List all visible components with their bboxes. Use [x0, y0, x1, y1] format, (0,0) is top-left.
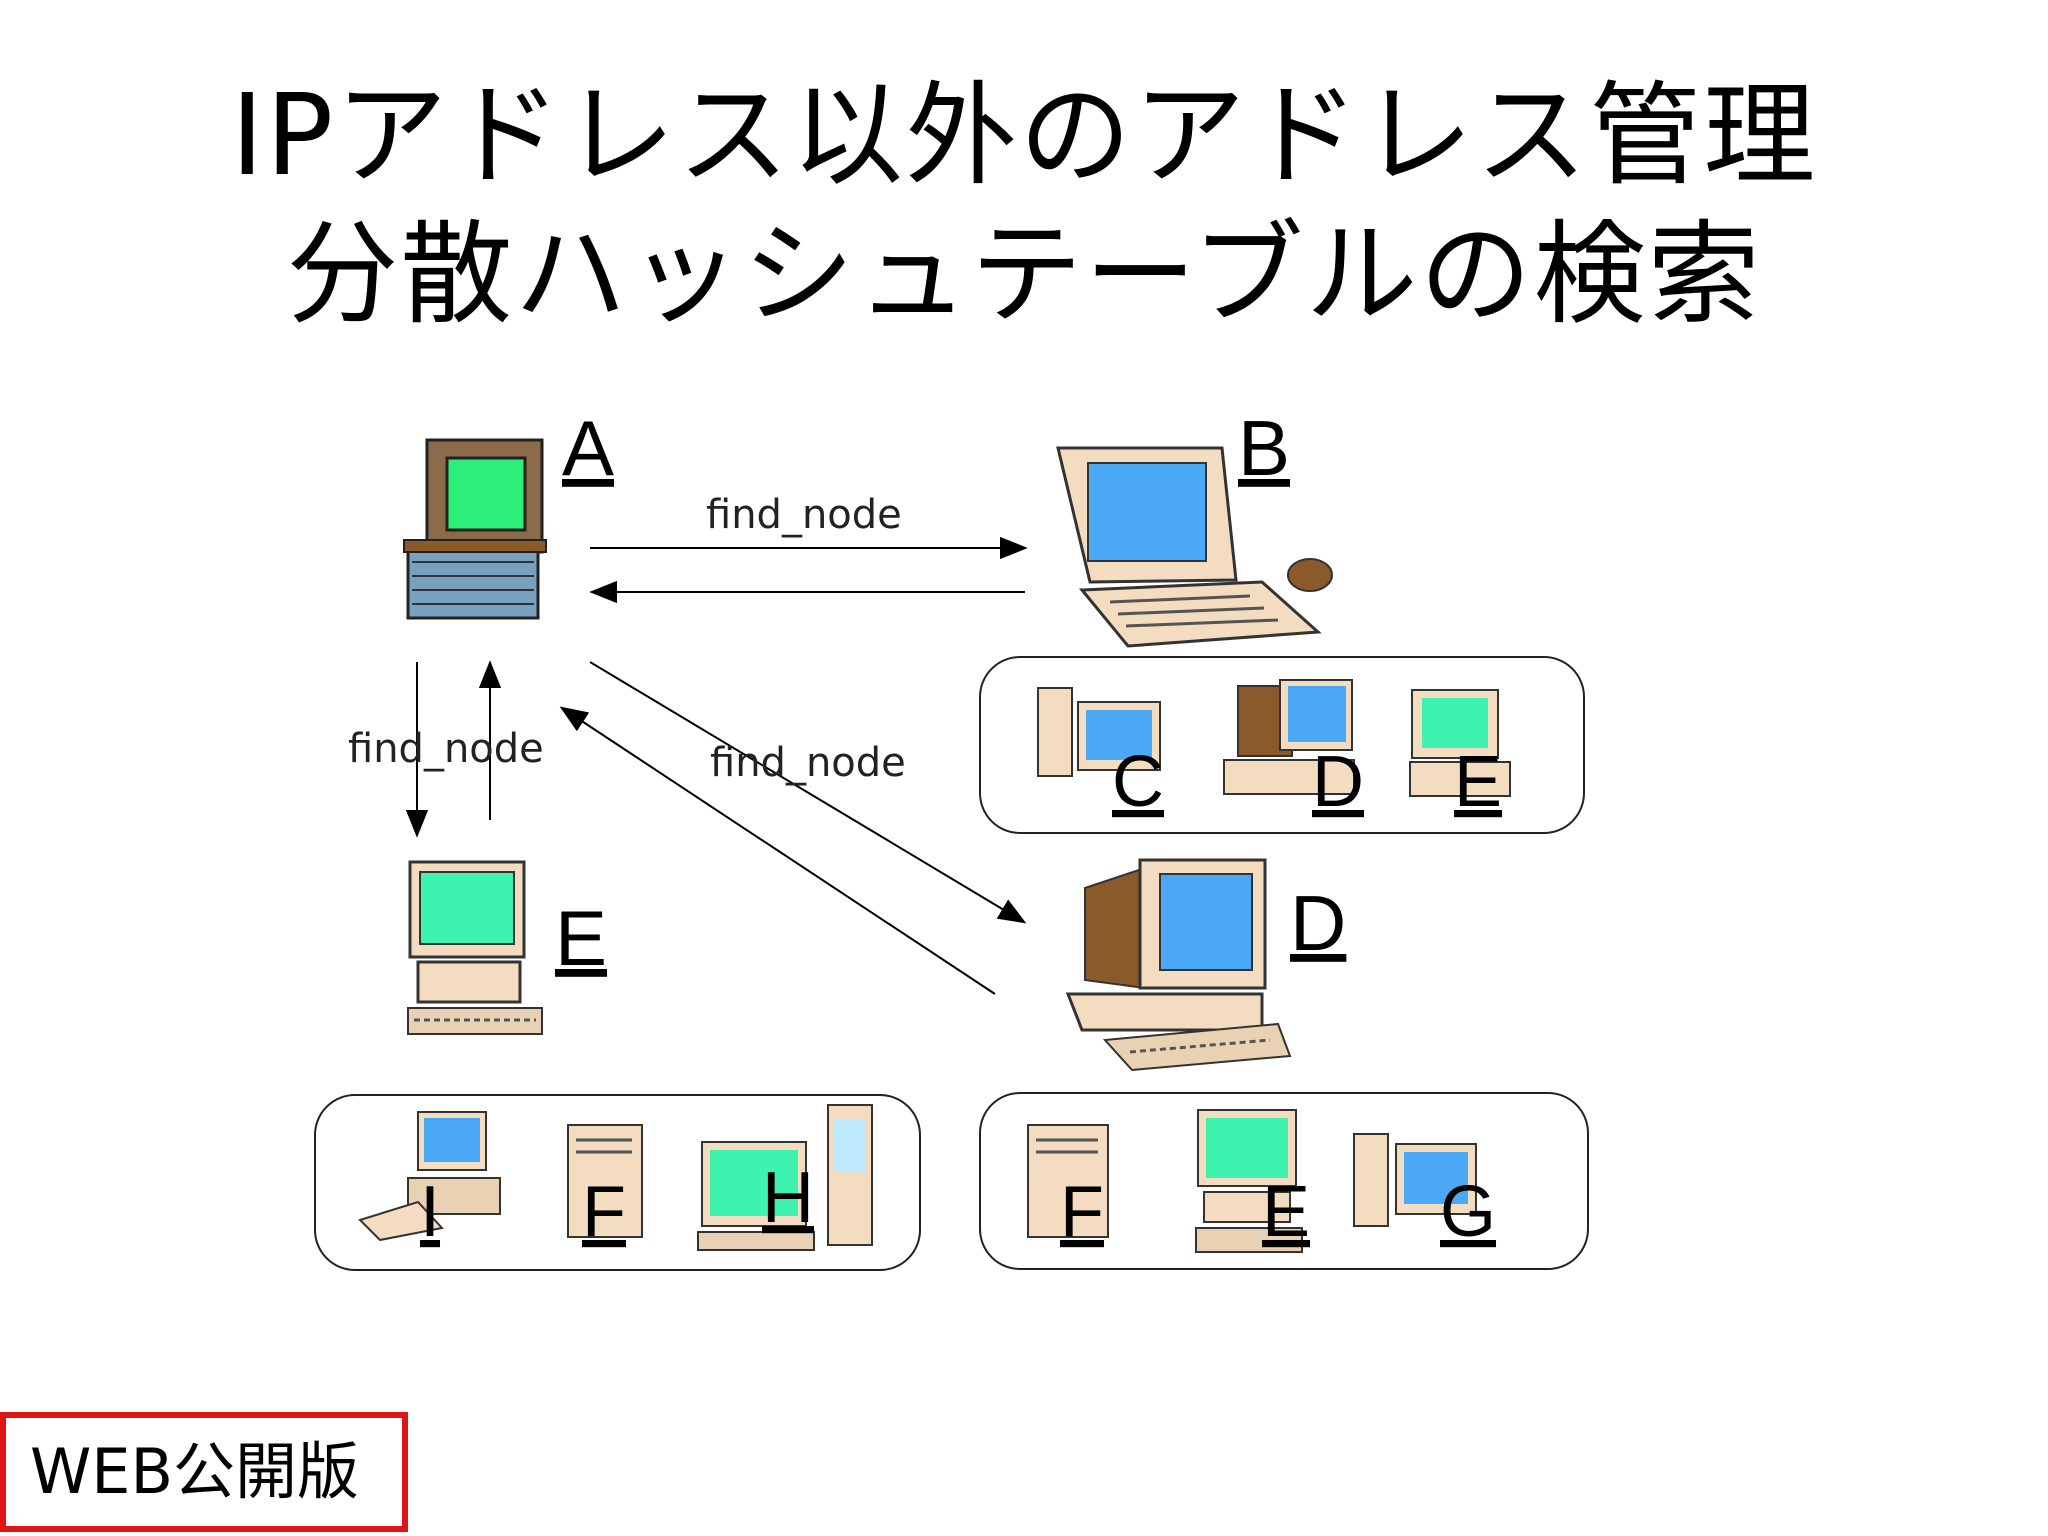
msg-find-node-ab: find_node [706, 492, 902, 538]
group-b-label-e: E [1454, 742, 1502, 822]
arrow-a-to-d [589, 661, 1027, 924]
group-d-label-f: F [1060, 1172, 1104, 1252]
node-label-e: E [555, 894, 607, 982]
group-b-label-c: C [1112, 742, 1164, 822]
web-public-version-badge: WEB公開版 [0, 1412, 408, 1532]
group-b-computer-c-icon [1037, 687, 1161, 777]
group-b-label-d: D [1312, 742, 1364, 822]
msg-find-node-ad: find_node [710, 740, 906, 786]
group-d-computer-g-icon [1353, 1133, 1477, 1227]
group-d-label-g: G [1440, 1172, 1496, 1252]
group-b-computer-d-icon [1223, 679, 1355, 795]
group-box-d [979, 1092, 1589, 1270]
computer-a-icon [403, 438, 547, 620]
arrow-d-to-a [559, 706, 996, 995]
group-e-computer-h-icon [697, 1104, 873, 1251]
node-label-d: D [1290, 879, 1346, 967]
slide-title-line1: IPアドレス以外のアドレス管理 [230, 71, 1818, 201]
group-e-label-h: H [762, 1158, 814, 1238]
slide-title-line2: 分散ハッシュテーブルの検索 [286, 210, 1762, 340]
group-d-computer-f-icon [1027, 1124, 1109, 1238]
node-label-a: A [562, 404, 614, 492]
desktop-d-icon [1065, 858, 1292, 1072]
group-b-computer-e-icon [1409, 689, 1511, 797]
group-box-b [979, 656, 1585, 834]
group-d-computer-e-icon [1195, 1109, 1303, 1253]
group-e-computer-i-icon [358, 1111, 501, 1242]
group-e-computer-f-icon [567, 1124, 643, 1238]
node-label-b: B [1238, 404, 1290, 492]
group-e-label-f: F [582, 1172, 626, 1252]
group-d-label-e: E [1262, 1172, 1310, 1252]
group-e-label-i: I [420, 1172, 440, 1252]
msg-find-node-ae: find_node [348, 726, 544, 772]
group-box-e [314, 1094, 921, 1271]
desktop-e-icon [407, 860, 543, 1035]
laptop-b-icon [1056, 446, 1333, 648]
